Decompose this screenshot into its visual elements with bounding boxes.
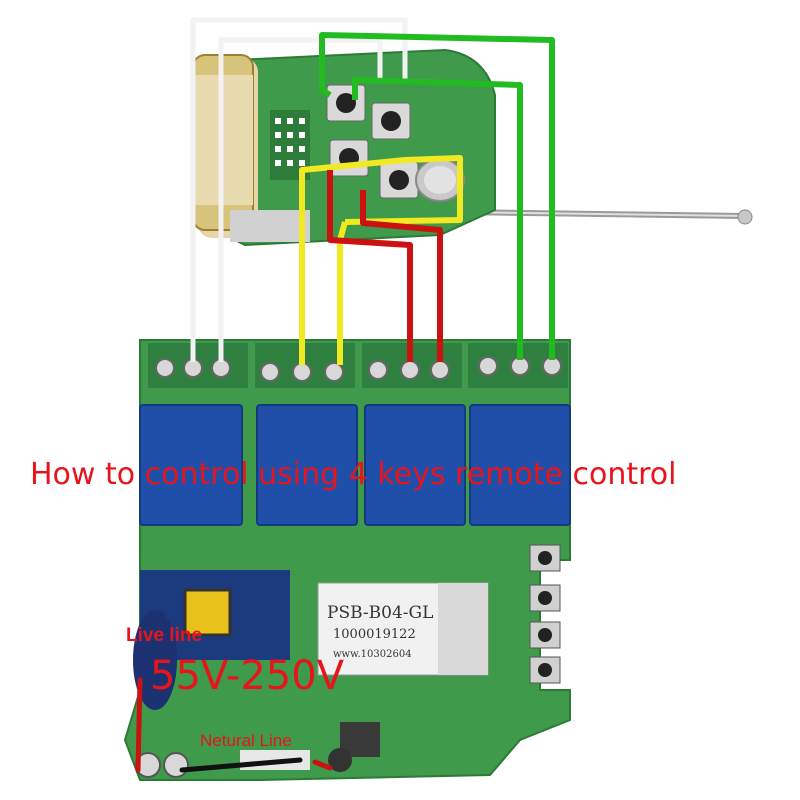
mains-wires	[135, 677, 333, 773]
screw-terminal-blocks	[148, 343, 568, 388]
caption: How to control using 4 keys remote contr…	[30, 457, 677, 492]
telescopic-antenna	[452, 209, 753, 225]
remote-receiver-board	[192, 48, 496, 247]
module-url: www.10302604	[333, 649, 412, 660]
crystal-oscillator	[415, 158, 465, 202]
red-wires	[327, 170, 443, 362]
relays	[139, 404, 571, 526]
power-supply	[133, 570, 290, 710]
module-label: PSB-B04-GL	[327, 603, 434, 623]
module-serial: 1000019122	[333, 627, 416, 642]
relay-board	[123, 339, 571, 781]
neutral-line-label: Netural Line	[200, 731, 292, 750]
side-buttons	[529, 544, 561, 684]
green-wires	[319, 32, 555, 360]
white-wires	[190, 17, 408, 362]
live-line-label: Live line	[126, 625, 203, 646]
voltage-label: 55V-250V	[150, 653, 345, 699]
